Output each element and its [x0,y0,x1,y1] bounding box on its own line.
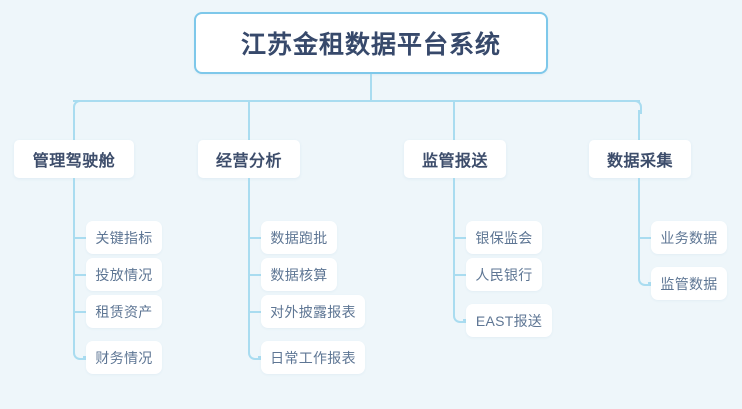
branch-node-4-label: 数据采集 [606,153,673,170]
branch-2-leaf-3-stub [250,311,262,313]
leaf-node-2-2-label: 数据核算 [270,266,328,283]
branch-2-leaf-1-stub [250,237,262,239]
branch-bus-connector [73,100,640,102]
branch-2-drop-connector [248,100,250,140]
leaf-node-1-3-label: 租赁资产 [95,303,153,320]
leaf-node-3-2-label: 人民银行 [475,266,533,283]
branch-node-2[interactable]: 经营分析 [198,140,300,178]
leaf-node-2-1[interactable]: 数据跑批 [261,221,337,254]
branch-3-leaf-3-elbow [453,309,467,323]
leaf-node-1-2-label: 投放情况 [95,266,153,283]
leaf-node-3-1-label: 银保监会 [475,229,533,246]
branch-node-1-label: 管理驾驶舱 [32,153,116,170]
root-drop-connector [370,74,372,101]
leaf-node-1-1-label: 关键指标 [95,229,153,246]
branch-1-leaf-2-stub [75,274,87,276]
bus-right-elbow [631,100,642,114]
branch-1-leaf-4-stub [83,356,87,358]
bus-left-elbow [73,100,84,114]
leaf-node-2-2[interactable]: 数据核算 [261,258,337,291]
branch-1-leaf-4-elbow [73,346,87,360]
leaf-node-3-1[interactable]: 银保监会 [466,221,542,254]
branch-1-leaf-1-stub [75,237,87,239]
root-node-label: 江苏金租数据平台系统 [240,31,501,59]
leaf-node-1-1[interactable]: 关键指标 [86,221,162,254]
branch-2-leaf-4-stub [258,356,262,358]
leaf-node-3-2[interactable]: 人民银行 [466,258,542,291]
branch-4-drop-connector [638,110,640,140]
leaf-node-2-3[interactable]: 对外披露报表 [261,295,365,328]
leaf-node-2-1-label: 数据跑批 [270,229,328,246]
branch-3-spine-connector [453,178,455,316]
branch-4-leaf-2-elbow [638,272,652,286]
branch-4-leaf-1-stub [640,237,652,239]
leaf-node-4-2[interactable]: 监管数据 [651,267,727,300]
leaf-node-3-3[interactable]: EAST报送 [466,304,552,337]
branch-1-leaf-3-stub [75,311,87,313]
leaf-node-2-4-label: 日常工作报表 [270,349,356,366]
branch-3-leaf-3-stub [463,319,467,321]
root-node[interactable]: 江苏金租数据平台系统 [194,12,548,74]
branch-node-4[interactable]: 数据采集 [589,140,691,178]
leaf-node-4-1[interactable]: 业务数据 [651,221,727,254]
leaf-node-2-4[interactable]: 日常工作报表 [261,341,365,374]
branch-4-leaf-2-stub [648,282,652,284]
branch-node-1[interactable]: 管理驾驶舱 [14,140,134,178]
branch-3-leaf-1-stub [455,237,467,239]
branch-1-spine-connector [73,178,75,353]
leaf-node-3-3-label: EAST报送 [475,312,543,329]
leaf-node-2-3-label: 对外披露报表 [270,303,356,320]
leaf-node-1-4[interactable]: 财务情况 [86,341,162,374]
branch-node-2-label: 经营分析 [215,153,282,170]
branch-2-spine-connector [248,178,250,353]
leaf-node-1-2[interactable]: 投放情况 [86,258,162,291]
leaf-node-1-3[interactable]: 租赁资产 [86,295,162,328]
branch-node-3-label: 监管报送 [421,153,488,170]
branch-3-leaf-2-stub [455,274,467,276]
branch-1-drop-connector [73,110,75,140]
branch-2-leaf-2-stub [250,274,262,276]
leaf-node-4-1-label: 业务数据 [660,229,718,246]
branch-4-spine-connector [638,178,640,279]
leaf-node-4-2-label: 监管数据 [660,275,718,292]
branch-3-drop-connector [453,100,455,140]
leaf-node-1-4-label: 财务情况 [95,349,153,366]
branch-2-leaf-4-elbow [248,346,262,360]
branch-node-3[interactable]: 监管报送 [404,140,506,178]
